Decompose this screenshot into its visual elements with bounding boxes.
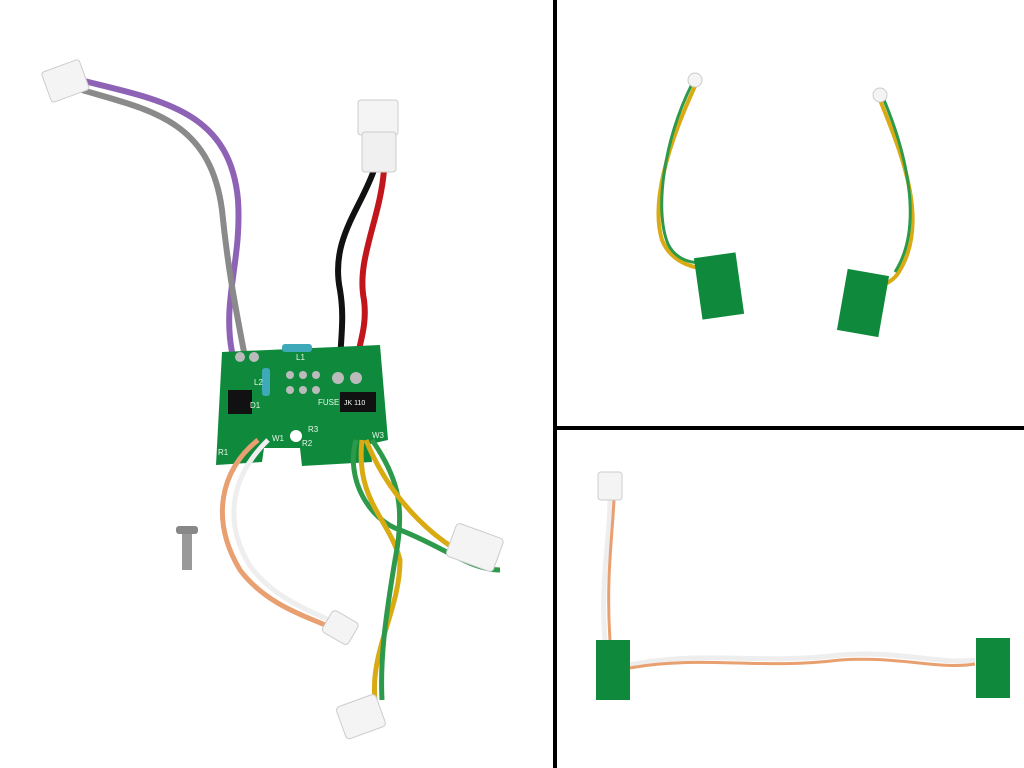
- horizontal-divider: [555, 426, 1024, 430]
- led-board: [693, 252, 745, 320]
- pcb-label-w3: W3: [372, 431, 385, 440]
- pcb-label-r3: R3: [308, 425, 319, 434]
- orange-wire: [219, 438, 337, 633]
- white-connector: [41, 59, 90, 103]
- vertical-divider: [553, 0, 557, 768]
- pcb-label-r2: R2: [302, 439, 313, 448]
- white-connector: [321, 610, 359, 645]
- white-wire: [601, 499, 613, 641]
- bottom-right-panel: [596, 471, 1010, 700]
- yellow-wire: [656, 83, 705, 270]
- pcb-label-r1: R1: [218, 448, 229, 457]
- white-wire: [629, 651, 976, 668]
- white-connector: [597, 471, 623, 501]
- white-connector: [445, 523, 504, 572]
- inductor-l2: [262, 368, 270, 396]
- white-connector: [336, 694, 386, 740]
- white-connector: [687, 72, 703, 88]
- top-right-panel: [656, 72, 915, 338]
- screw: [176, 526, 198, 570]
- pcb-label-d1: D1: [250, 401, 261, 410]
- fuse-component: [340, 392, 376, 412]
- orange-wire: [629, 657, 976, 670]
- white-connector: [357, 99, 399, 173]
- gray-wire: [81, 87, 247, 353]
- led-board: [596, 640, 630, 700]
- mount-hole: [290, 430, 302, 442]
- green-wire: [369, 438, 403, 701]
- inductor-l1: [282, 344, 312, 352]
- main-panel: FUSE JK 110 L1 L2 D1 R1 R2 R3 W1 W2 W3: [41, 59, 504, 740]
- purple-wire: [79, 77, 242, 353]
- pcb-label-w1: W1: [272, 434, 285, 443]
- led-board: [836, 268, 890, 338]
- white-connector: [872, 87, 888, 103]
- yellow-wire: [358, 439, 403, 701]
- green-wire: [882, 99, 912, 273]
- white-wire: [231, 438, 342, 629]
- black-wire: [335, 169, 377, 371]
- orange-wire: [607, 499, 616, 641]
- green-wire: [660, 83, 705, 264]
- main-pcb: FUSE JK 110 L1 L2 D1 R1 R2 R3 W1 W2 W3: [216, 344, 389, 466]
- pcb-label-fuse-value: JK 110: [344, 400, 365, 407]
- bridge-rectifier: [228, 390, 252, 414]
- pcb-label-l2: L2: [254, 378, 263, 387]
- yellow-wire: [878, 99, 915, 287]
- led-board: [976, 638, 1010, 698]
- pcb-label-fuse: FUSE: [318, 398, 339, 407]
- pcb-label-l1: L1: [296, 353, 305, 362]
